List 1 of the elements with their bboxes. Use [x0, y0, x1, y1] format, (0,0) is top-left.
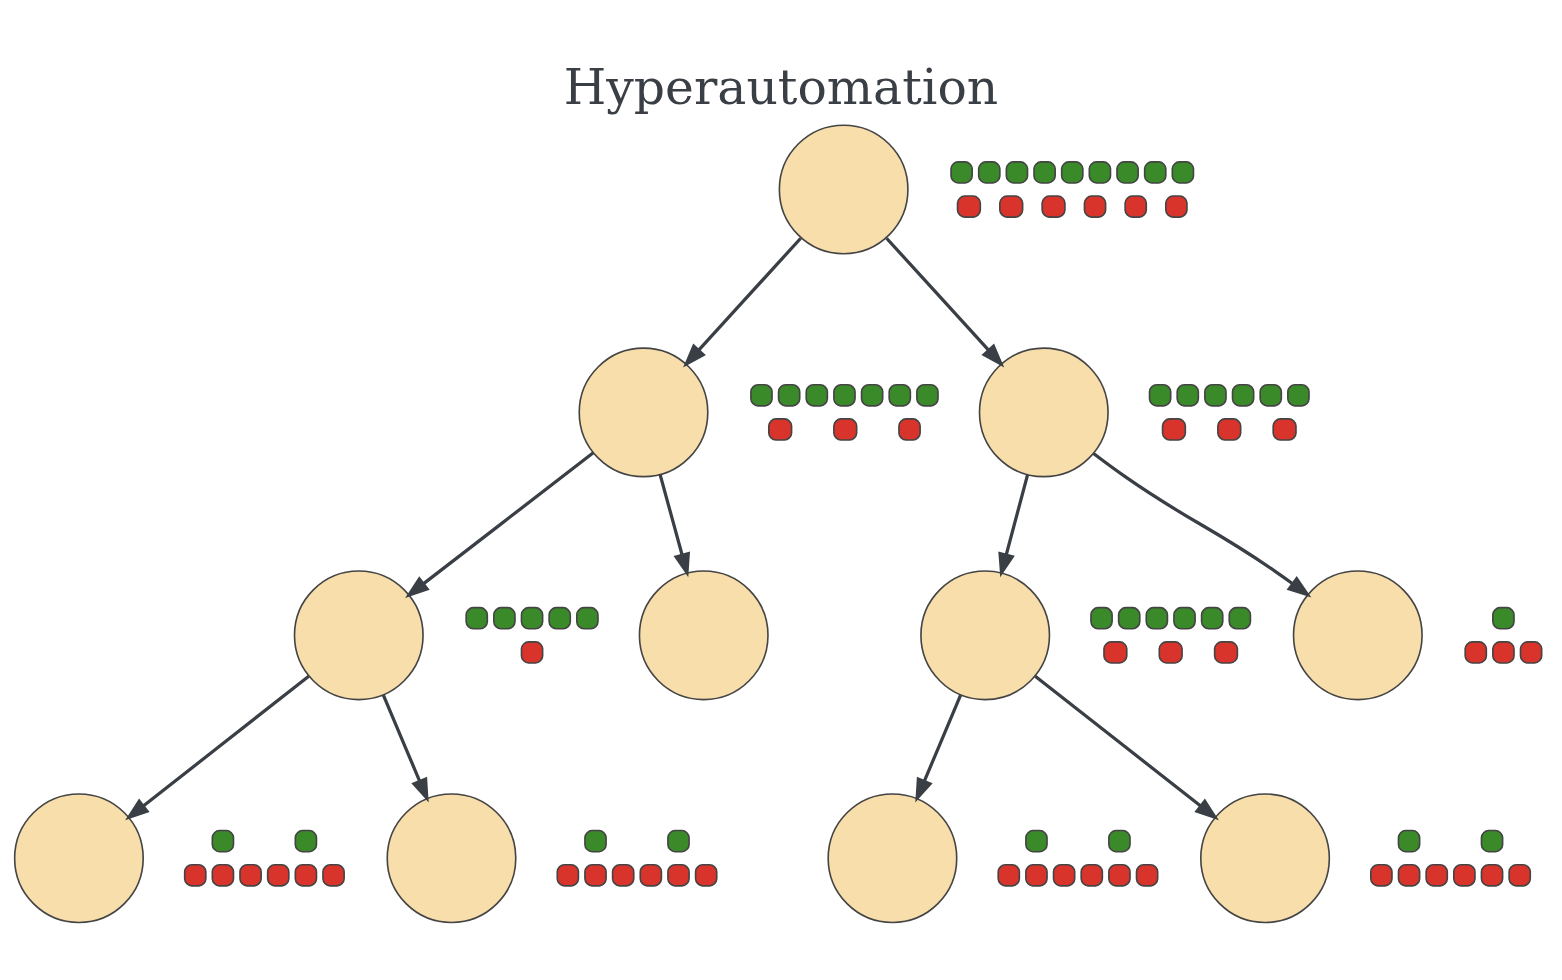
diagram-title: Hyperautomation — [563, 58, 999, 116]
